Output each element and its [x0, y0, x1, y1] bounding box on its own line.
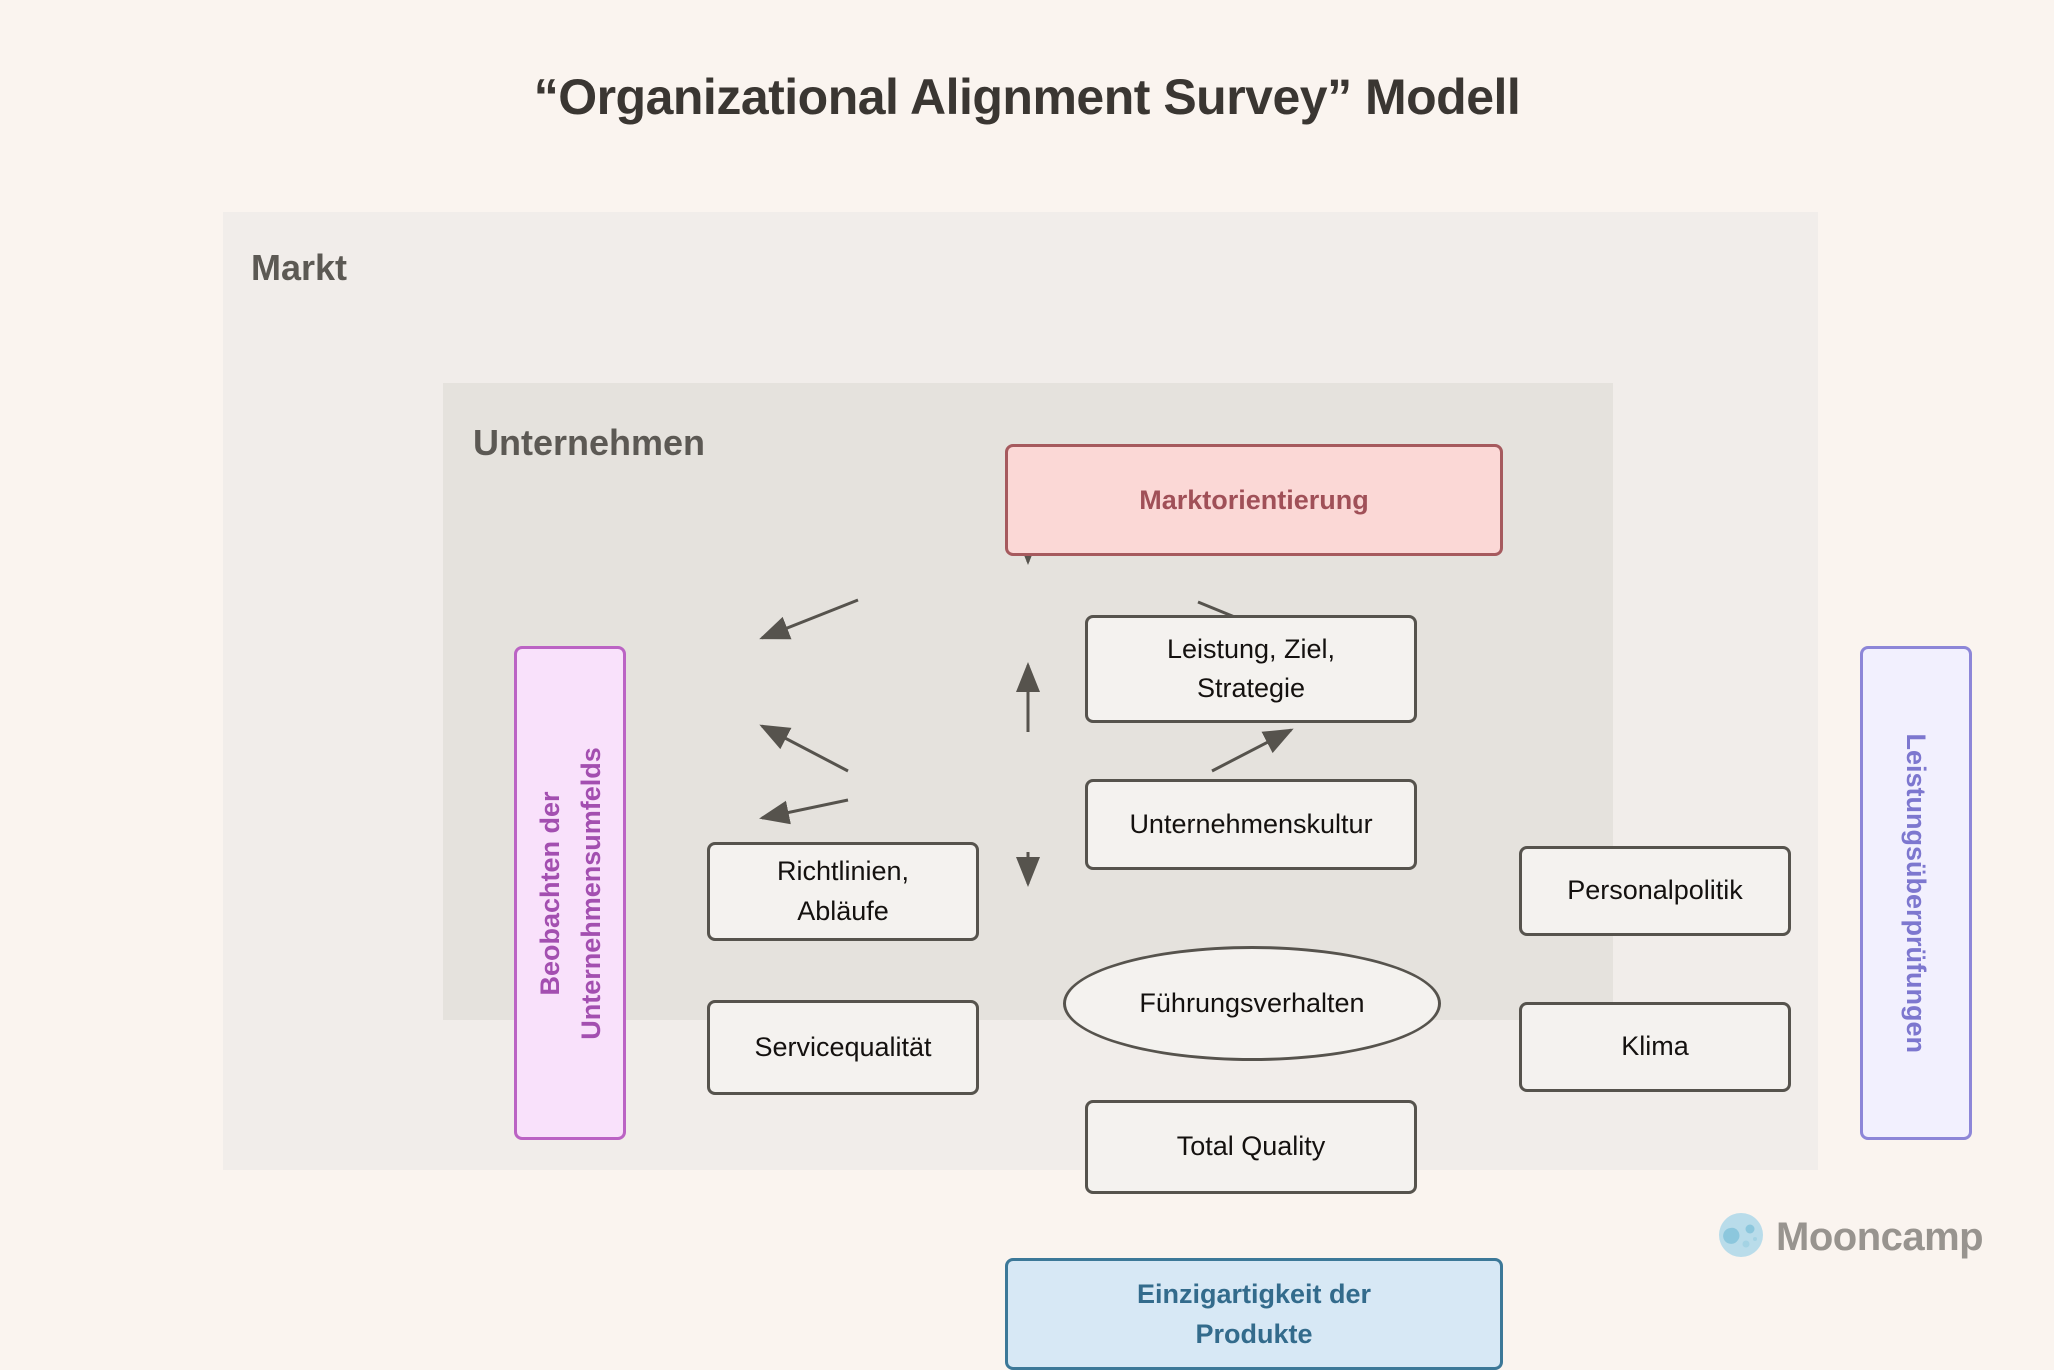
leistungsueberpruefungen-box: Leistungsüberprüfungen [1860, 646, 1972, 1140]
node-leistung-ziel-strategie: Leistung, Ziel, Strategie [1085, 615, 1417, 723]
markt-panel: Markt Marktorientierung Einzigartigkeit … [223, 212, 1972, 1370]
richtlinien-line-1: Richtlinien, [776, 856, 910, 887]
marktorientierung-box: Marktorientierung [1005, 444, 1503, 556]
node-richtlinien-ablaeufe-label: Richtlinien, Abläufe [777, 852, 909, 930]
beobachten-line-1: Beobachten der [534, 790, 565, 996]
node-personalpolitik: Personalpolitik [1519, 846, 1791, 936]
node-unternehmenskultur: Unternehmenskultur [1085, 779, 1417, 870]
page-title: “Organizational Alignment Survey” Modell [533, 69, 1521, 125]
einzigartigkeit-der-produkte-label: Einzigartigkeit der Produkte [1137, 1274, 1371, 1355]
moon-icon [1718, 1212, 1764, 1263]
node-fuehrungsverhalten: Führungsverhalten [1063, 946, 1441, 1061]
mooncamp-logo-text: Mooncamp [1776, 1215, 1984, 1259]
node-unternehmenskultur-label: Unternehmenskultur [1129, 808, 1373, 839]
unternehmen-label: Unternehmen [473, 422, 706, 463]
node-fuehrungsverhalten-label: Führungsverhalten [1139, 988, 1365, 1018]
richtlinien-line-2: Abläufe [797, 895, 889, 926]
beobachten-line-2: Unternehmensumfelds [575, 746, 605, 1040]
node-personalpolitik-label: Personalpolitik [1567, 875, 1743, 906]
node-klima-label: Klima [1621, 1031, 1689, 1062]
leistung-line-1: Leistung, Ziel, [1166, 633, 1336, 664]
marktorientierung-label: Marktorientierung [1139, 484, 1369, 515]
leistung-line-2: Strategie [1196, 673, 1306, 703]
node-servicequalitaet-label: Servicequalität [754, 1031, 932, 1062]
node-richtlinien-ablaeufe: Richtlinien, Abläufe [707, 842, 979, 941]
beobachten-label: Beobachten der Unternehmensumfelds [530, 747, 611, 1040]
node-klima: Klima [1519, 1002, 1791, 1092]
einzigartigkeit-line-1: Einzigartigkeit der [1136, 1278, 1372, 1309]
einzigartigkeit-line-2: Produkte [1195, 1319, 1313, 1349]
node-total-quality: Total Quality [1085, 1100, 1417, 1194]
node-leistung-ziel-strategie-label: Leistung, Ziel, Strategie [1167, 630, 1335, 708]
mooncamp-logo: Mooncamp [1718, 1212, 1984, 1263]
node-total-quality-label: Total Quality [1176, 1131, 1326, 1162]
markt-label: Markt [251, 247, 348, 288]
node-servicequalitaet: Servicequalität [707, 1000, 979, 1095]
beobachten-der-unternehmensumfelds-box: Beobachten der Unternehmensumfelds [514, 646, 626, 1140]
einzigartigkeit-der-produkte-box: Einzigartigkeit der Produkte [1005, 1258, 1503, 1370]
leistungsueberpruefungen-label: Leistungsüberprüfungen [1901, 733, 1932, 1053]
